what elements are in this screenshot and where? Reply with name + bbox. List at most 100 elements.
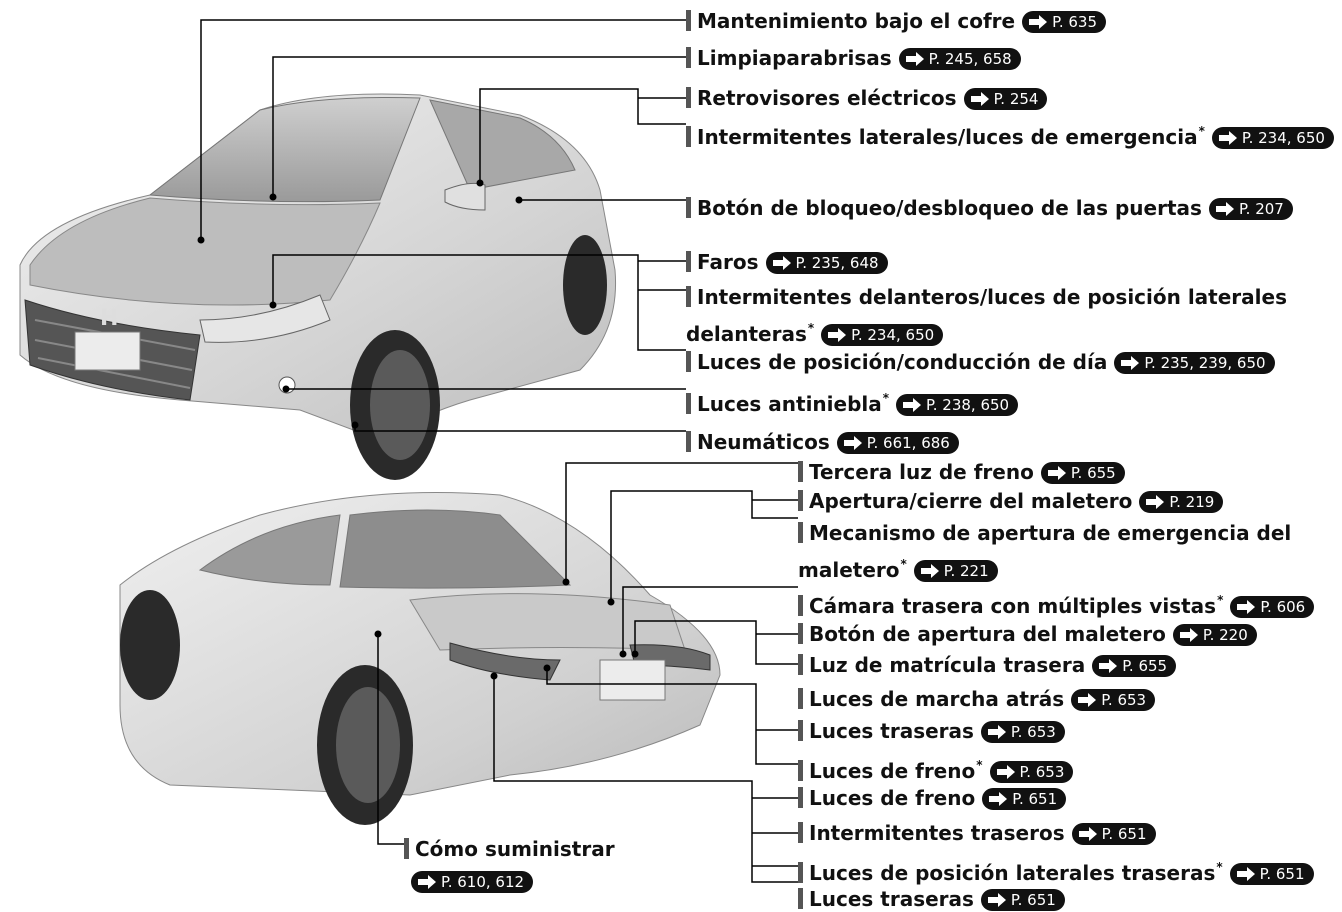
page-prefix: P.	[928, 50, 945, 68]
arrow-right-icon	[1078, 823, 1098, 845]
callout-text: Luces de marcha atrás	[809, 687, 1065, 711]
page-reference-link[interactable]: P. 238, 650	[896, 394, 1019, 416]
arrow-right-icon	[905, 48, 925, 70]
callout-bar	[686, 286, 691, 307]
page-reference-link[interactable]: P. 245, 658	[898, 48, 1021, 70]
page-reference-link[interactable]: P. 221	[913, 560, 998, 582]
arrow-right-icon	[827, 324, 847, 346]
page-reference-link[interactable]: P. 635	[1022, 11, 1106, 33]
callout-bar	[686, 197, 691, 218]
page-reference-link[interactable]: P. 653	[989, 761, 1074, 783]
callout-bar	[686, 431, 691, 452]
page-reference-link[interactable]: P. 653	[980, 721, 1065, 743]
page-numbers: 220	[1219, 626, 1248, 644]
page-prefix: P.	[1238, 200, 1256, 218]
callout-text: Mecanismo de apertura de emergencia del …	[798, 521, 1292, 582]
page-prefix: P.	[1144, 354, 1161, 372]
page-reference-link[interactable]: P. 606	[1230, 596, 1315, 618]
callout-trunk-button: Botón de apertura del maletero P. 220	[798, 622, 1257, 646]
page-prefix: P.	[1122, 657, 1139, 675]
callout-bar	[798, 720, 803, 741]
page-reference-link[interactable]: P. 655	[1092, 655, 1177, 677]
page-prefix: P.	[1070, 464, 1088, 482]
callout-side-turn: Intermitentes laterales/luces de emergen…	[686, 119, 1334, 149]
arrow-right-icon	[1077, 689, 1097, 711]
page-reference-link[interactable]: P. 235, 239, 650	[1114, 352, 1275, 374]
arrow-right-icon	[843, 432, 863, 454]
page-numbers: 606	[1276, 598, 1306, 616]
page-reference-link[interactable]: P. 651	[980, 889, 1065, 911]
page-reference-link[interactable]: P. 651	[1071, 823, 1156, 845]
callout-bar	[686, 351, 691, 372]
page-reference-link[interactable]: P. 610, 612	[411, 871, 534, 893]
footnote-asterisk: *	[807, 321, 815, 335]
callout-text: Luces de posición/conducción de día	[697, 350, 1108, 374]
callout-text: Intermitentes laterales/luces de emergen…	[697, 125, 1198, 149]
callout-bar	[798, 822, 803, 843]
callout-text: Intermitentes delanteros/luces de posici…	[686, 285, 1287, 346]
callout-text: Luces antiniebla	[697, 392, 882, 416]
page-reference-link[interactable]: P. 655	[1040, 462, 1125, 484]
callout-bar	[686, 10, 691, 31]
page-numbers: 651	[1028, 790, 1058, 808]
arrow-right-icon	[987, 721, 1007, 743]
callout-text: Luces de posición laterales traseras	[809, 861, 1216, 885]
footnote-asterisk: *	[900, 557, 907, 571]
page-prefix: P.	[866, 434, 884, 452]
page-prefix: P.	[1101, 825, 1118, 843]
page-numbers: 221	[960, 562, 989, 580]
callout-text: Limpiaparabrisas	[697, 46, 892, 70]
page-reference-link[interactable]: P. 254	[963, 88, 1048, 110]
page-reference-link[interactable]: P. 234, 650	[1211, 127, 1334, 149]
page-numbers: 254	[1009, 90, 1039, 108]
page-reference-link[interactable]: P. 207	[1208, 198, 1293, 220]
page-reference-link[interactable]: P. 220	[1172, 624, 1257, 646]
callout-bar	[798, 595, 803, 616]
page-prefix: P.	[1101, 691, 1118, 709]
callout-door-lock: Botón de bloqueo/desbloqueo de las puert…	[686, 196, 1293, 220]
callout-headlights: Faros P. 235, 648	[686, 250, 888, 274]
callout-bar	[686, 251, 691, 272]
page-reference-link[interactable]: P. 651	[982, 788, 1067, 810]
callout-bar	[798, 888, 803, 909]
page-prefix: P.	[1202, 626, 1220, 644]
page-numbers: 655	[1087, 464, 1116, 482]
callout-text: Luces de freno	[809, 759, 976, 783]
page-numbers: 661, 686	[883, 434, 950, 452]
callout-text: Cómo suministrar	[415, 837, 615, 861]
page-numbers: 651	[1117, 825, 1147, 843]
callout-text: Retrovisores eléctricos	[697, 86, 957, 110]
arrow-right-icon	[920, 560, 940, 582]
page-reference-link[interactable]: P. 219	[1139, 491, 1224, 513]
callout-text: Cámara trasera con múltiples vistas	[809, 594, 1217, 618]
callout-drl: Luces de posición/conducción de día P. 23…	[686, 350, 1275, 374]
callout-text: Botón de apertura del maletero	[809, 622, 1166, 646]
arrow-right-icon	[417, 871, 437, 893]
arrow-right-icon	[902, 394, 922, 416]
page-prefix: P.	[943, 562, 961, 580]
callout-bar	[404, 838, 409, 859]
page-reference-link[interactable]: P. 651	[1229, 863, 1314, 885]
callout-bar	[686, 87, 691, 108]
arrow-right-icon	[1215, 198, 1235, 220]
callout-fog: Luces antiniebla*P. 238, 650	[686, 386, 1019, 416]
callout-trunk-emergency: Mecanismo de apertura de emergencia del …	[798, 518, 1318, 586]
callout-mirrors: Retrovisores eléctricos P. 254	[686, 86, 1048, 110]
page-numbers: 234, 650	[867, 326, 935, 344]
page-prefix: P.	[1052, 13, 1069, 31]
callout-bar	[798, 461, 803, 482]
page-numbers: 651	[1027, 891, 1056, 909]
callout-text: Faros	[697, 250, 759, 274]
page-reference-link[interactable]: P. 653	[1071, 689, 1156, 711]
page-reference-link[interactable]: P. 234, 650	[821, 324, 944, 346]
callout-wipers: Limpiaparabrisas P. 245, 658	[686, 46, 1021, 70]
page-reference-link[interactable]: P. 235, 648	[765, 252, 888, 274]
page-reference-link[interactable]: P. 661, 686	[836, 432, 959, 454]
page-numbers: 610, 612	[457, 873, 525, 891]
callout-rear-side: Luces de posición laterales traseras*P. …	[798, 855, 1314, 885]
page-prefix: P.	[1260, 598, 1277, 616]
